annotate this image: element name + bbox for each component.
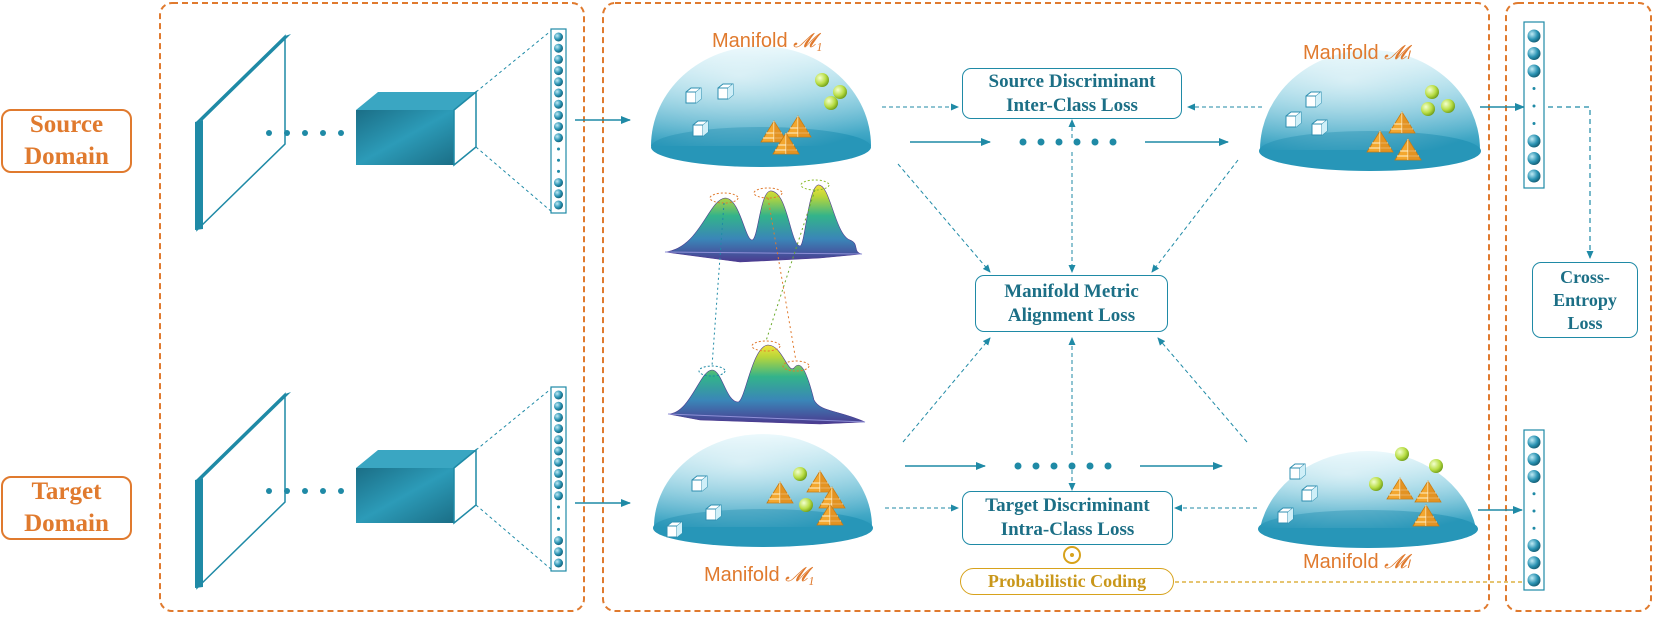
manifold-symbol: 𝓜₁: [785, 564, 815, 586]
ellipsis-dot: [1532, 87, 1536, 90]
source-layer-dots: [1019, 138, 1117, 146]
neuron-node: [554, 446, 563, 456]
ellipsis-dot: [557, 147, 560, 151]
neuron-node: [554, 401, 563, 411]
neuron-node: [554, 558, 563, 568]
ellipsis-dot: [557, 527, 560, 531]
target-intra-class-loss: Target Discriminant Intra-Class Loss: [962, 491, 1173, 545]
neuron-node: [554, 547, 563, 557]
ellipsis-dot: [1532, 509, 1536, 513]
target-distribution-surface: [667, 340, 866, 425]
cross-entropy-loss: Cross- Entropy Loss: [1532, 262, 1638, 338]
neuron-node: [1527, 64, 1541, 78]
ellipsis-dot: [1532, 526, 1536, 530]
target-domain-label: Target Domain: [1, 476, 132, 540]
manifold-symbol: 𝓜₁: [793, 30, 823, 52]
ellipsis-dot: [1532, 122, 1536, 125]
manifold-panel: [602, 2, 1490, 612]
neuron-node: [554, 99, 563, 109]
manifold-label-source-1: Manifold 𝓜₁: [712, 30, 823, 53]
target-layer-dots: [1014, 462, 1112, 470]
source-cnn: [195, 28, 567, 232]
probabilistic-coding-operator-icon: [1063, 546, 1081, 564]
ellipsis-dot: [557, 158, 560, 162]
neuron-node: [554, 32, 563, 42]
neuron-node: [554, 178, 563, 188]
ellipsis-dot: [557, 516, 560, 520]
probabilistic-coding-label: Probabilistic Coding: [960, 568, 1174, 595]
feature-extractor-panel: [159, 2, 585, 612]
neuron-node: [554, 536, 563, 546]
neuron-node: [554, 491, 563, 501]
manifold-word: Manifold: [712, 30, 794, 52]
classifier-panel: [1505, 2, 1652, 612]
manifold-label-target-1: Manifold 𝓜₁: [704, 564, 815, 587]
neuron-node: [1527, 452, 1541, 466]
neuron-node: [1527, 134, 1541, 148]
neuron-node: [554, 412, 563, 422]
manifold-dome-source-1: [651, 46, 871, 167]
neuron-node: [554, 122, 563, 132]
neuron-node: [1527, 539, 1541, 552]
neuron-node: [554, 468, 563, 478]
manifold-dome-target-l: [1258, 447, 1478, 548]
manifold-alignment-loss: Manifold Metric Alignment Loss: [975, 275, 1168, 332]
distribution-links: [711, 189, 816, 367]
neuron-node: [1527, 29, 1541, 43]
neuron-node: [554, 54, 563, 64]
dashed-to-cross-entropy: [1548, 106, 1594, 259]
neuron-node: [554, 88, 563, 98]
source-inter-class-loss: Source Discriminant Inter-Class Loss: [962, 68, 1182, 119]
neuron-node: [554, 110, 563, 120]
neuron-node: [554, 133, 563, 143]
neuron-node: [554, 66, 563, 76]
neuron-node: [1527, 47, 1541, 60]
neuron-node: [554, 435, 563, 445]
manifold-label-source-l: Manifold 𝓜ₗ: [1303, 40, 1410, 65]
ellipsis-dot: [1532, 492, 1536, 496]
neuron-node: [1527, 573, 1541, 587]
target-cnn: [195, 386, 567, 590]
neuron-node: [554, 77, 563, 87]
manifold-symbol: 𝓜ₗ: [1384, 42, 1410, 64]
ellipsis-dot: [557, 505, 560, 509]
neuron-node: [554, 200, 563, 210]
manifold-label-target-l: Manifold 𝓜ₗ: [1303, 549, 1410, 574]
ellipsis-dot: [557, 169, 560, 173]
neuron-node: [1527, 152, 1541, 165]
manifold-word: Manifold: [1303, 42, 1385, 64]
neuron-node: [554, 457, 563, 467]
neuron-node: [1527, 169, 1541, 183]
ellipsis-dot: [1532, 104, 1536, 108]
neuron-node: [554, 390, 563, 400]
manifold-dome-target-1: [653, 434, 873, 547]
manifold-dome-source-l: [1259, 50, 1481, 171]
neuron-node: [1527, 556, 1541, 570]
neuron-node: [1527, 435, 1541, 449]
manifold-symbol: 𝓜ₗ: [1384, 551, 1410, 573]
neuron-node: [554, 43, 563, 53]
dashed-loss-arrows: [882, 103, 1262, 512]
neuron-node: [554, 424, 563, 434]
source-distribution-surface: [664, 179, 863, 263]
neuron-node: [1527, 470, 1541, 483]
source-domain-label: Source Domain: [1, 109, 132, 173]
manifold-word: Manifold: [704, 564, 786, 586]
neuron-node: [554, 480, 563, 490]
neuron-node: [554, 189, 563, 199]
manifold-word: Manifold: [1303, 551, 1385, 573]
